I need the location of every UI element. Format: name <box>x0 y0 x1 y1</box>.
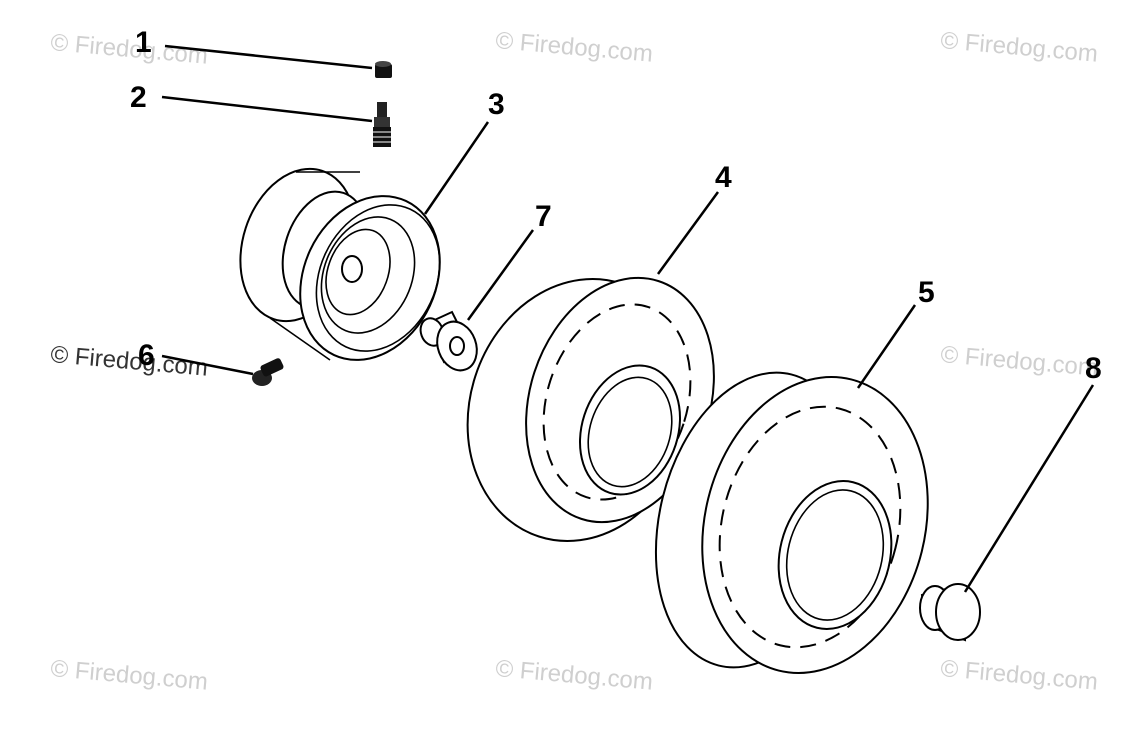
wheel-rim-part <box>239 167 441 361</box>
center-cap-part <box>919 583 981 642</box>
leader-line-4 <box>656 191 720 275</box>
leader-line-6 <box>161 354 254 376</box>
tire-outer-part <box>654 371 929 674</box>
callout-labels: 1 2 3 4 5 6 7 8 <box>130 26 1102 385</box>
valve-cap-part <box>375 61 392 78</box>
leader-line-8 <box>963 384 1095 593</box>
leader-lines <box>161 44 1095 593</box>
leader-line-5 <box>856 304 917 389</box>
callout-1: 1 <box>135 26 152 59</box>
leader-line-1 <box>164 44 373 70</box>
tire-inner-part <box>466 276 715 542</box>
callout-5: 5 <box>918 276 935 309</box>
callout-3: 3 <box>488 88 505 121</box>
watermark-top-left: © Firedog.com <box>49 29 208 70</box>
callout-6: 6 <box>138 339 155 372</box>
watermark-middle-right: © Firedog.com <box>939 341 1098 382</box>
callout-2: 2 <box>130 81 147 114</box>
leader-line-2 <box>161 95 373 123</box>
watermark-bottom-center: © Firedog.com <box>494 655 653 696</box>
lug-bolt-part <box>252 358 284 386</box>
leader-line-3 <box>423 121 490 215</box>
watermark-bottom-left: © Firedog.com <box>49 655 208 696</box>
leader-line-7 <box>466 229 535 321</box>
watermark-top-center: © Firedog.com <box>494 27 653 68</box>
callout-7: 7 <box>535 200 552 233</box>
watermark-top-right: © Firedog.com <box>939 27 1098 68</box>
bushing-part <box>419 310 478 372</box>
watermark-bottom-right: © Firedog.com <box>939 655 1098 696</box>
callout-8: 8 <box>1085 352 1102 385</box>
callout-4: 4 <box>715 161 732 194</box>
valve-stem-part <box>373 102 391 147</box>
